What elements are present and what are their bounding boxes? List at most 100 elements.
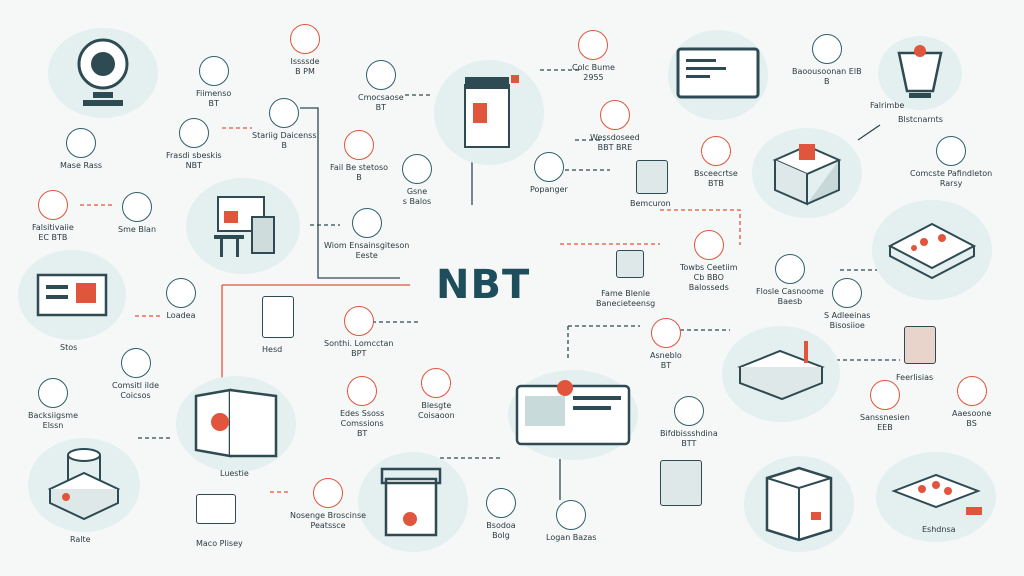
node-l15[interactable]: Bemcuron	[630, 196, 671, 209]
node-label: Sanssnesien	[860, 413, 910, 422]
node-label: Logan Bazas	[546, 533, 597, 542]
node-l38[interactable]: Ralte	[70, 532, 91, 545]
node-l18[interactable]: Blstcnarnts	[898, 112, 943, 125]
hub-database	[28, 438, 140, 532]
connector	[660, 209, 741, 245]
hub-storage-cabinet	[744, 456, 854, 552]
node-label: Eshdnsa	[922, 525, 956, 534]
webcam-icon	[77, 38, 129, 106]
node-l03[interactable]: Sme Blan	[118, 192, 156, 235]
node-label: Frasdi sbeskis	[166, 151, 222, 160]
dashboard-icon	[515, 380, 631, 446]
node-l22[interactable]: Hesd	[262, 342, 282, 355]
node-label: Falsitivaiie	[32, 223, 74, 232]
hub-control-board	[18, 250, 126, 340]
node-label: Sonthi. Lomcctan	[324, 339, 394, 348]
box-device	[660, 460, 702, 506]
printer-icon	[380, 467, 442, 537]
node-label: Stos	[60, 343, 78, 352]
node-icon	[365, 60, 396, 90]
node-l14[interactable]: Popanger	[530, 152, 568, 195]
node-label: Wiom Ensainsgiteson	[324, 241, 410, 250]
hub-wallet-display	[176, 376, 296, 472]
node-label: Hesd	[262, 345, 283, 354]
node-l42[interactable]: Logan Bazas	[546, 500, 596, 543]
hub-coffee	[878, 36, 962, 110]
node-l43[interactable]: Eshdnsa	[922, 522, 956, 535]
node-l01[interactable]: Mase Rass	[60, 128, 102, 171]
node-label: Backsiigsme	[28, 411, 78, 420]
node-label: Baoousoonan ElB	[792, 67, 862, 76]
box-device	[196, 494, 236, 524]
machine-icon	[772, 144, 842, 206]
node-icon	[650, 318, 681, 348]
node-icon	[347, 376, 378, 406]
node-label: Luestie	[220, 469, 249, 478]
node-l35[interactable]: Feerlisias	[896, 370, 933, 383]
cabinet-icon	[765, 466, 833, 542]
node-icon	[533, 152, 564, 182]
node-l20[interactable]: Loadea	[166, 278, 196, 321]
node-icon	[599, 100, 630, 130]
node-label: Colc Bume	[572, 63, 615, 72]
hub-workstation	[186, 178, 300, 274]
node-label: Nosenge Broscinse	[290, 511, 367, 520]
node-label: Bemcuron	[630, 199, 671, 208]
cup-icon	[897, 45, 943, 98]
hub-assembly-line	[722, 326, 840, 422]
node-l30[interactable]: Luestie	[220, 466, 249, 479]
node-icon	[37, 190, 68, 220]
node-icon	[421, 368, 452, 398]
node-label: S Adleeinas	[824, 311, 871, 320]
node-l44[interactable]: Falrimbe	[870, 98, 904, 111]
node-icon	[120, 348, 151, 378]
connector	[857, 124, 881, 141]
hub-tray	[876, 452, 996, 542]
node-l39[interactable]: Maco Plisey	[196, 536, 243, 549]
node-label: Wessdoseed	[590, 133, 640, 142]
node-label: Fail Be stetoso	[330, 163, 389, 172]
node-label: Falrimbe	[870, 101, 905, 110]
node-label: Blesgte	[421, 401, 452, 410]
diagram-title: NBT	[436, 262, 531, 308]
node-icon	[578, 30, 609, 60]
node-icon	[269, 98, 300, 128]
node-label: Fiimenso	[196, 89, 232, 98]
workstation-icon	[214, 196, 275, 257]
node-label: Popanger	[530, 185, 568, 194]
node-l21[interactable]: Stos	[60, 340, 77, 353]
monitor-icon	[676, 47, 760, 99]
hub-printer	[358, 452, 468, 552]
node-icon	[869, 380, 900, 410]
